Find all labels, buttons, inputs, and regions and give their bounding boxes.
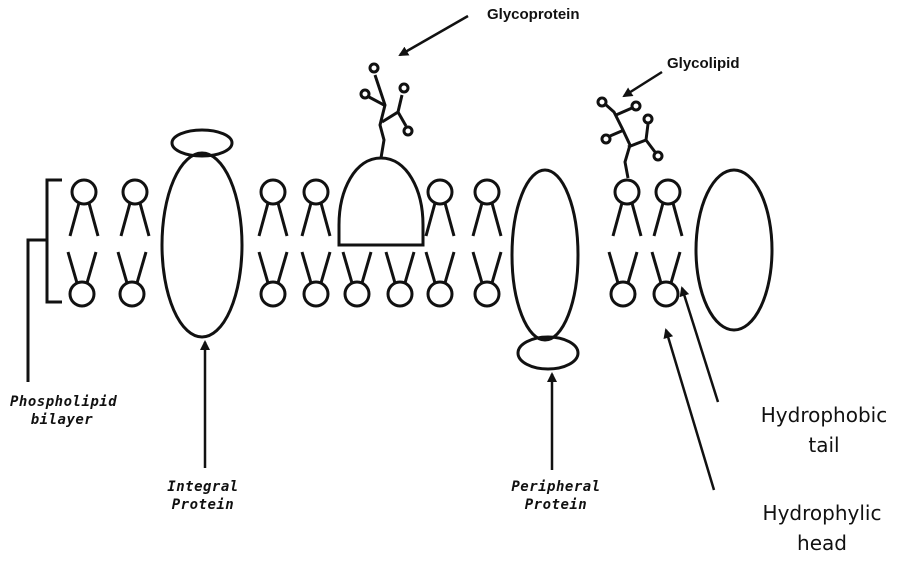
- proteins: [162, 130, 772, 369]
- phospholipid-tail-inner: [302, 252, 330, 283]
- glycolipid-label: Glycolipid: [667, 55, 740, 72]
- peripheral-protein-shape: [512, 170, 578, 340]
- phospholipid-head-inner: [654, 282, 678, 306]
- phospholipid-tail-inner: [118, 252, 146, 283]
- phospholipid-head-inner: [428, 282, 452, 306]
- phospholipid-head-outer: [261, 180, 285, 204]
- integral-label-line1: Integral: [158, 478, 248, 496]
- phospholipid-tail-inner: [609, 252, 637, 283]
- phospholipid-tail-inner: [652, 252, 680, 283]
- glycolipid-chain: [598, 98, 662, 178]
- phospholipid-tail-outer: [302, 203, 330, 236]
- phospholipid-tail-inner: [386, 252, 414, 283]
- peripheral-label-line1: Peripheral: [508, 478, 604, 496]
- phospholipid-tail-outer: [426, 203, 454, 236]
- hydrophobic-arrow: [682, 288, 718, 402]
- pointer-arrows: [205, 16, 718, 490]
- phospholipid-tail-outer: [613, 203, 641, 236]
- phospholipid-tail-outer: [70, 203, 98, 236]
- phospholipid-head-inner: [345, 282, 369, 306]
- phospholipid-head-inner: [388, 282, 412, 306]
- peripheral-protein-label: Peripheral Protein: [508, 478, 604, 514]
- phospholipid-head-inner: [70, 282, 94, 306]
- phospholipid-head-inner: [120, 282, 144, 306]
- glycoprotein-shape: [339, 158, 423, 245]
- peripheral-protein-cap: [518, 337, 578, 369]
- phospholipid-molecules: [68, 180, 682, 306]
- phospholipid-head-outer: [428, 180, 452, 204]
- integral-protein-label: Integral Protein: [158, 478, 248, 514]
- phospholipid-head-inner: [475, 282, 499, 306]
- phospholipid-bilayer-label: Phospholipid bilayer: [10, 393, 114, 429]
- integral-protein-shape: [162, 153, 242, 337]
- phospholipid-tail-outer: [473, 203, 501, 236]
- phospholipid-head-inner: [611, 282, 635, 306]
- phospholipid-tail-outer: [259, 203, 287, 236]
- hydrophylic-head-label: Hydrophylic head: [742, 498, 902, 558]
- phospholipid-head-outer: [72, 180, 96, 204]
- hydrophylic-arrow: [666, 330, 714, 490]
- phospholipid-head-inner: [261, 282, 285, 306]
- phospholipid-head-outer: [656, 180, 680, 204]
- phospholipid-tail-inner: [343, 252, 371, 283]
- integral-label-line2: Protein: [158, 496, 248, 514]
- peripheral-label-line2: Protein: [508, 496, 604, 514]
- hydrophobic-label-line1: Hydrophobic: [744, 400, 904, 430]
- phospholipid-tail-inner: [68, 252, 96, 283]
- phospholipid-head-outer: [123, 180, 147, 204]
- phospholipid-tail-outer: [121, 203, 149, 236]
- phospholipid-label-line1: Phospholipid: [10, 393, 114, 411]
- bilayer-bracket: [28, 180, 62, 382]
- phospholipid-tail-inner: [473, 252, 501, 283]
- glycoprotein-arrow: [400, 16, 468, 55]
- phospholipid-head-inner: [304, 282, 328, 306]
- phospholipid-label-line2: bilayer: [10, 411, 114, 429]
- phospholipid-head-outer: [615, 180, 639, 204]
- phospholipid-tail-inner: [259, 252, 287, 283]
- glycolipid-arrow: [624, 72, 662, 96]
- glycoprotein-label: Glycoprotein: [487, 6, 580, 23]
- phospholipid-head-outer: [304, 180, 328, 204]
- phospholipid-tail-inner: [426, 252, 454, 283]
- hydrophobic-label-line2: tail: [744, 430, 904, 460]
- phospholipid-head-outer: [475, 180, 499, 204]
- hydrophylic-label-line1: Hydrophylic: [742, 498, 902, 528]
- glycoprotein-chain: [361, 64, 412, 158]
- hydrophobic-tail-label: Hydrophobic tail: [744, 400, 904, 460]
- right-protein-shape: [696, 170, 772, 330]
- phospholipid-tail-outer: [654, 203, 682, 236]
- hydrophylic-label-line2: head: [742, 528, 902, 558]
